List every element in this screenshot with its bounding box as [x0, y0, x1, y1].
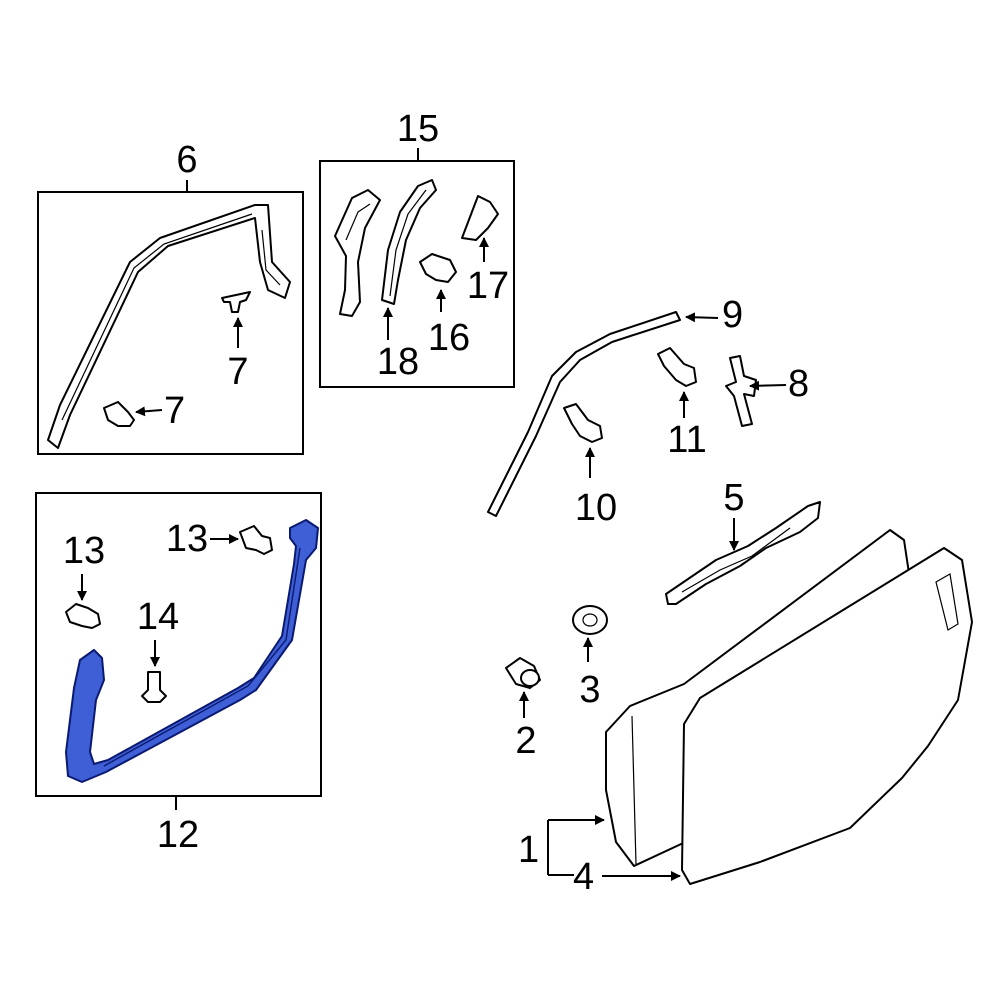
callout-18: 18	[377, 341, 419, 383]
callout-3: 3	[579, 669, 600, 711]
door-assembly: 1 4	[518, 529, 973, 898]
callout-15: 15	[397, 108, 439, 150]
pillar-trim-part	[47, 204, 291, 449]
callout-16: 16	[428, 317, 470, 359]
callout-7a: 7	[227, 351, 248, 393]
door-weatherstrip-highlighted	[65, 519, 319, 783]
group-15-channel-set: 15 16 17 18	[319, 108, 515, 388]
callout-13a: 13	[166, 518, 208, 560]
frame-box-12	[35, 492, 322, 797]
outer-panel-part-4	[681, 547, 973, 885]
bracket-8: 8	[725, 355, 809, 427]
clip-13-lower: 13	[63, 530, 105, 629]
callout-9: 9	[722, 294, 743, 336]
channel-center-part	[381, 179, 437, 305]
bracket-17: 17	[461, 195, 509, 307]
clip-13-upper: 13	[166, 518, 273, 560]
group-12-weatherstrip: 12 13 13 14	[35, 492, 322, 856]
molding-strip	[487, 311, 681, 517]
callout-14: 14	[137, 596, 179, 638]
callout-5: 5	[723, 477, 744, 519]
callout-4: 4	[573, 856, 594, 898]
callout-13b: 13	[63, 530, 105, 572]
callout-17: 17	[467, 265, 509, 307]
grommet-3: 3	[572, 605, 608, 711]
callout-8: 8	[788, 363, 809, 405]
fastener-14: 14	[137, 596, 179, 703]
channel-left-part	[334, 189, 381, 317]
screw-11: 11	[657, 347, 707, 461]
callout-12: 12	[157, 814, 199, 856]
clip-7-lower: 7	[103, 390, 185, 432]
frame-box-6	[37, 191, 304, 455]
clip-16: 16	[419, 253, 470, 359]
bumper-2: 2	[505, 657, 541, 762]
callout-1: 1	[518, 829, 539, 871]
callout-6: 6	[176, 139, 197, 181]
reinforcement-5: 5	[665, 477, 821, 605]
part-9-molding: 9	[487, 294, 743, 517]
callout-2: 2	[515, 720, 536, 762]
screw-10: 10	[563, 403, 617, 529]
callout-7b: 7	[164, 390, 185, 432]
callout-11: 11	[667, 419, 706, 461]
group-6-pillar-trim: 6 7 7	[37, 139, 304, 455]
clip-7-upper: 7	[221, 291, 251, 393]
callout-10: 10	[575, 487, 617, 529]
